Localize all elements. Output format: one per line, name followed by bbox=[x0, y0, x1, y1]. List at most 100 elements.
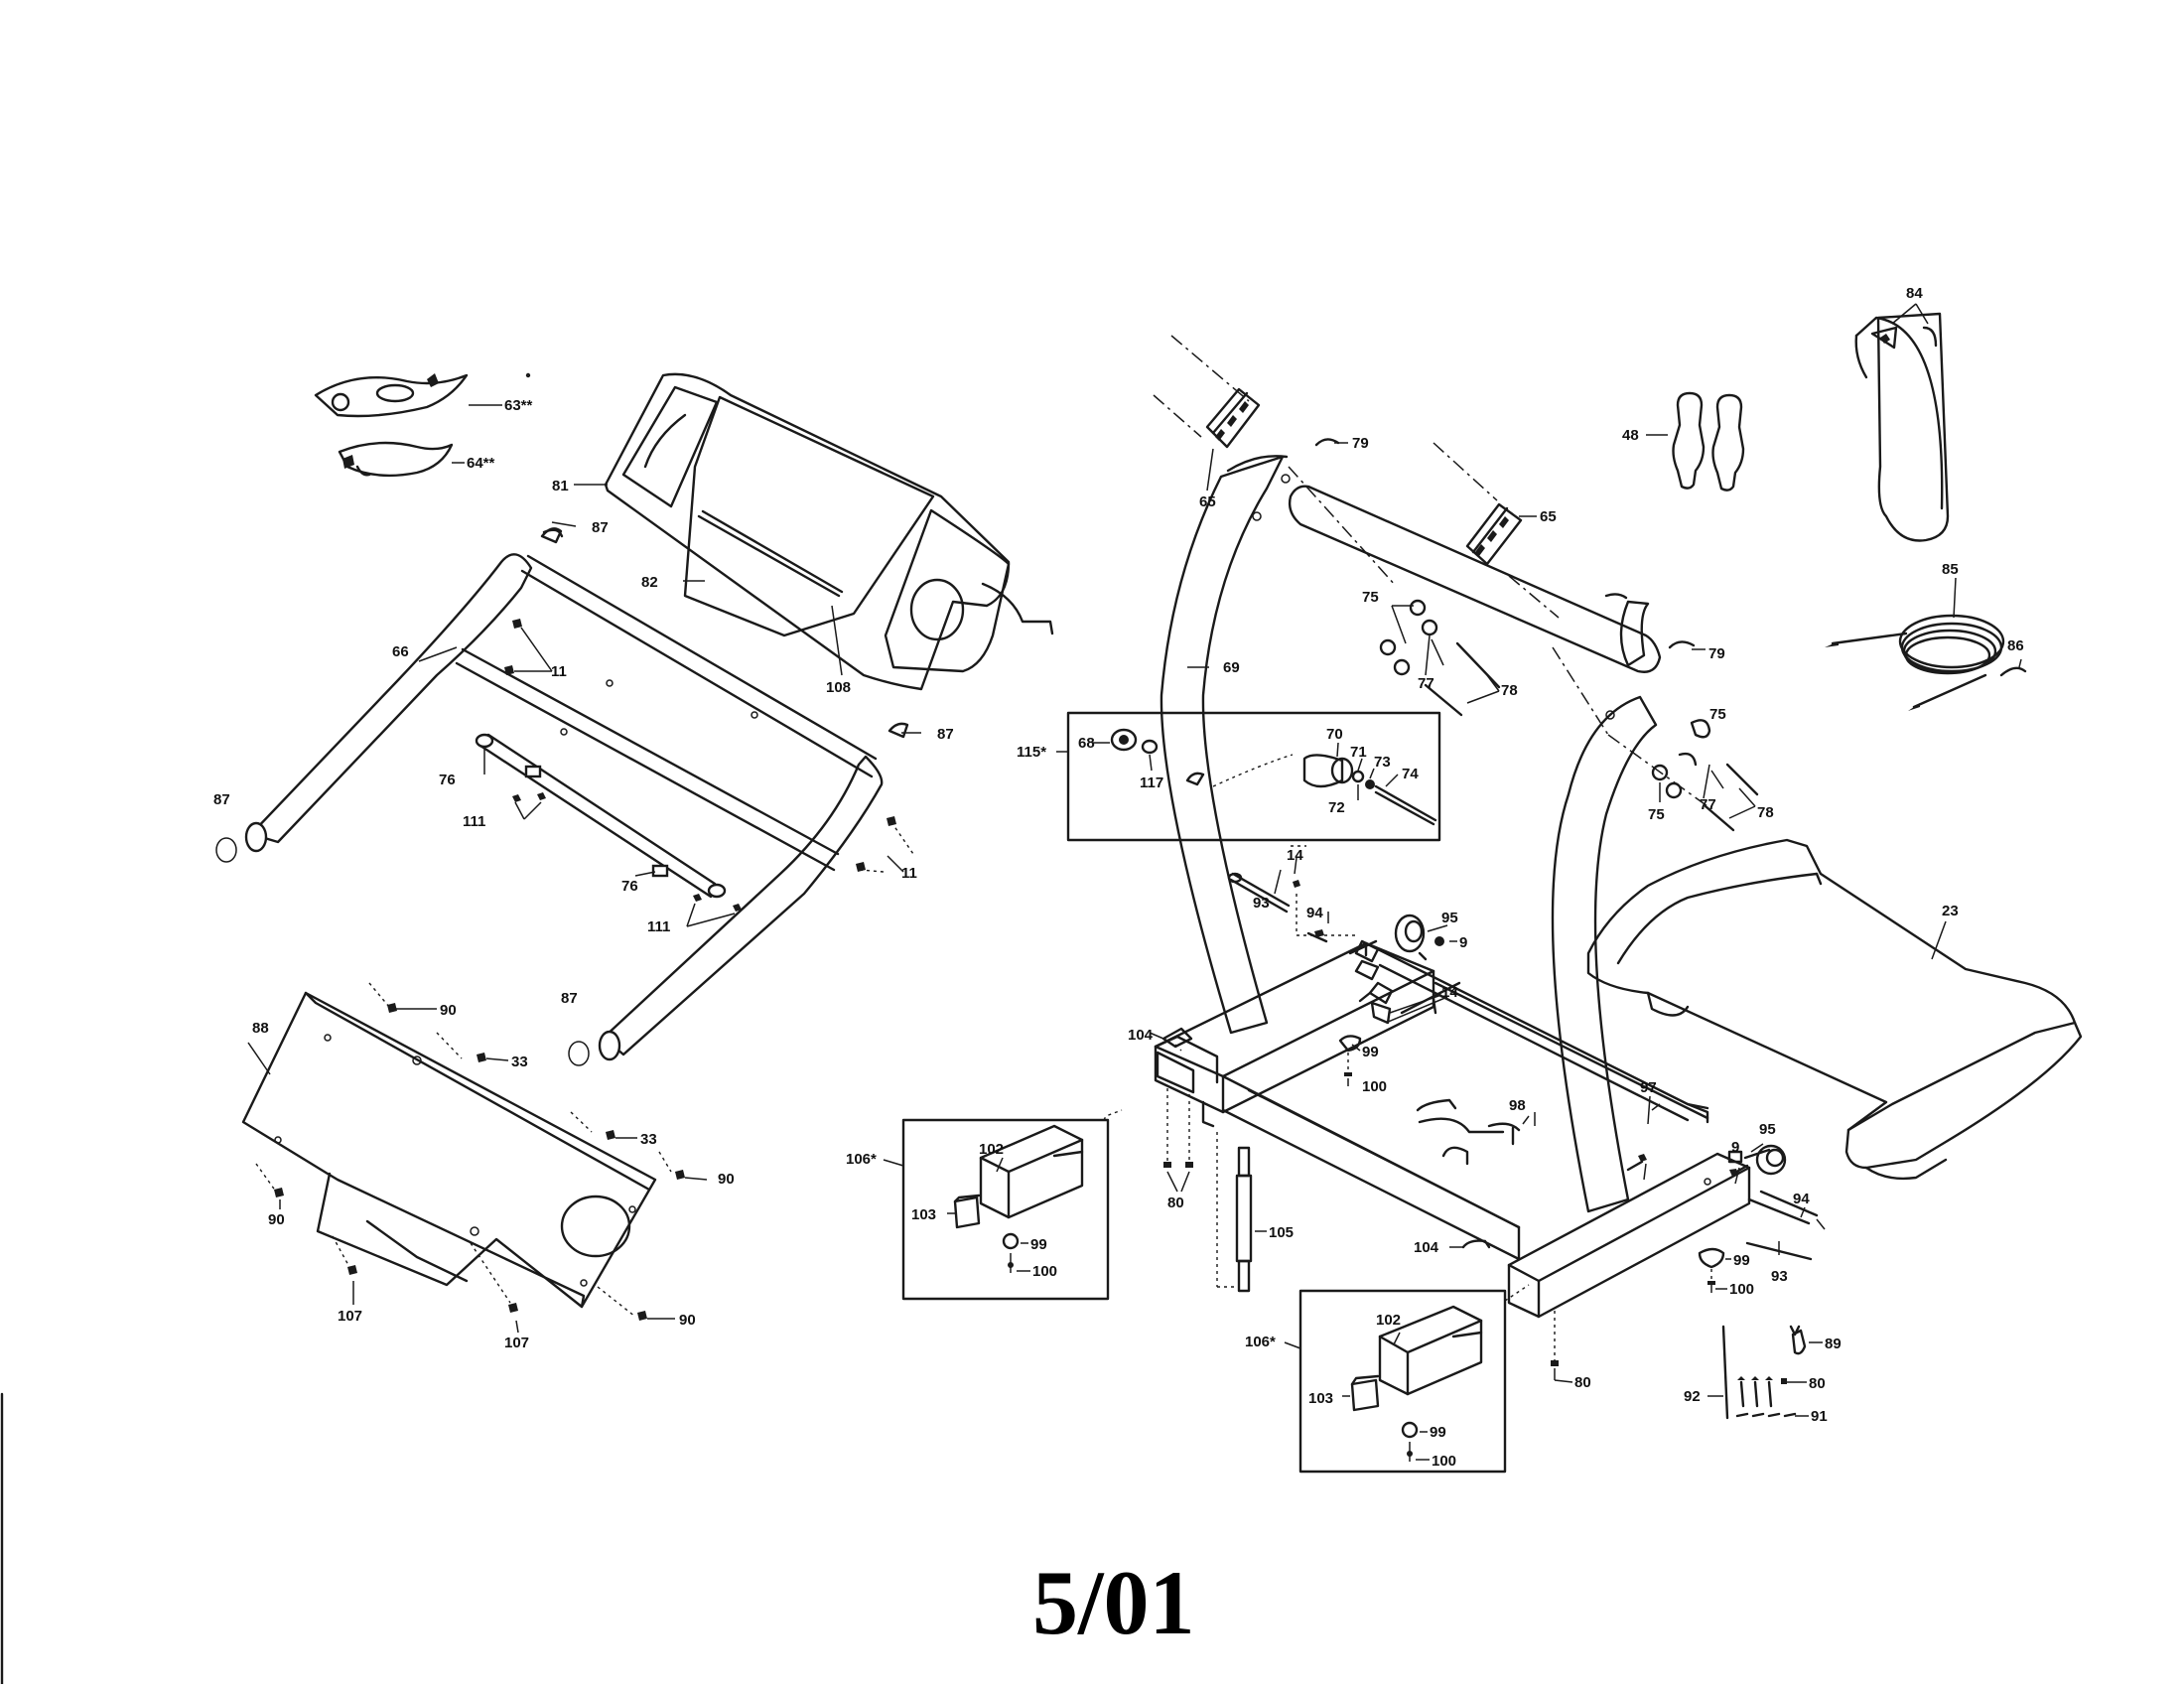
label-100-upper: 100 bbox=[1362, 1078, 1387, 1095]
label-106-left: 106* bbox=[846, 1151, 877, 1168]
label-100-box-left: 100 bbox=[1032, 1263, 1057, 1280]
label-75-lower: 75 bbox=[1648, 806, 1665, 823]
label-65-left: 65 bbox=[1199, 493, 1216, 510]
label-91: 91 bbox=[1811, 1408, 1828, 1425]
label-99-right: 99 bbox=[1733, 1252, 1750, 1269]
label-87-top-right: 87 bbox=[937, 726, 954, 743]
label-115: 115* bbox=[1017, 744, 1046, 761]
label-99-box-left: 99 bbox=[1030, 1236, 1047, 1253]
label-90-left: 90 bbox=[268, 1211, 285, 1228]
label-75-right: 75 bbox=[1709, 706, 1726, 723]
motor-hood bbox=[241, 982, 708, 1334]
label-100-box-right: 100 bbox=[1432, 1453, 1456, 1470]
label-69: 69 bbox=[1223, 659, 1240, 676]
label-94-left: 94 bbox=[1306, 905, 1323, 921]
detail-box-106-right bbox=[1284, 1284, 1530, 1474]
label-111-right: 111 bbox=[647, 918, 670, 935]
label-84: 84 bbox=[1906, 285, 1923, 302]
label-74: 74 bbox=[1402, 766, 1419, 782]
label-102-right: 102 bbox=[1376, 1312, 1401, 1329]
detail-box-115 bbox=[1056, 711, 1441, 842]
label-80-right: 80 bbox=[1574, 1374, 1591, 1391]
walking-deck bbox=[1586, 838, 2083, 1181]
hardware-set bbox=[1707, 1325, 1823, 1420]
label-99-upper: 99 bbox=[1362, 1044, 1379, 1060]
label-103-right: 103 bbox=[1308, 1390, 1333, 1407]
label-77-upper: 77 bbox=[1418, 675, 1434, 692]
base-frame bbox=[1154, 939, 1771, 1319]
label-79-right: 79 bbox=[1708, 645, 1725, 662]
label-14-upper: 14 bbox=[1287, 847, 1303, 864]
lift-strut bbox=[1163, 1088, 1267, 1293]
label-76-left: 76 bbox=[439, 772, 456, 788]
chest-strap-assembly bbox=[314, 373, 502, 478]
label-86: 86 bbox=[2007, 637, 2024, 654]
label-33-lower: 33 bbox=[640, 1131, 657, 1148]
label-75-upper: 75 bbox=[1362, 589, 1379, 606]
label-107-left: 107 bbox=[338, 1308, 362, 1325]
label-82: 82 bbox=[641, 574, 658, 591]
label-105: 105 bbox=[1269, 1224, 1294, 1241]
label-89: 89 bbox=[1825, 1336, 1842, 1352]
label-70: 70 bbox=[1326, 726, 1343, 743]
label-88: 88 bbox=[252, 1020, 269, 1037]
label-107-right: 107 bbox=[504, 1335, 529, 1351]
label-33-upper: 33 bbox=[511, 1054, 528, 1070]
label-95-lower: 95 bbox=[1759, 1121, 1776, 1138]
label-94-right: 94 bbox=[1793, 1191, 1810, 1207]
label-80-hardware: 80 bbox=[1809, 1375, 1826, 1392]
label-85: 85 bbox=[1942, 561, 1959, 578]
fasteners-upper bbox=[1379, 599, 1759, 832]
label-87-bottom-left: 87 bbox=[213, 791, 230, 808]
label-80-left: 80 bbox=[1167, 1195, 1184, 1211]
label-100-right: 100 bbox=[1729, 1281, 1754, 1298]
label-14-lower: 14 bbox=[1441, 984, 1458, 1001]
accessory-pouch bbox=[1854, 303, 1950, 542]
label-104-center: 104 bbox=[1414, 1239, 1439, 1256]
label-87-top-left: 87 bbox=[592, 519, 609, 536]
label-79-left: 79 bbox=[1352, 435, 1369, 452]
label-63: 63** bbox=[504, 397, 533, 414]
label-106-right: 106* bbox=[1245, 1334, 1276, 1350]
label-98: 98 bbox=[1509, 1097, 1526, 1114]
label-78-upper: 78 bbox=[1501, 682, 1518, 699]
base-fasteners bbox=[1149, 845, 1826, 1383]
page-date-label: 5/01 bbox=[1032, 1552, 1195, 1653]
label-71: 71 bbox=[1350, 744, 1367, 761]
label-48: 48 bbox=[1622, 427, 1639, 444]
label-11-left: 11 bbox=[551, 663, 567, 680]
label-72: 72 bbox=[1328, 799, 1345, 816]
handrail-frame bbox=[215, 372, 921, 1066]
power-cord bbox=[1825, 577, 2027, 711]
pulse-grip-upper-left bbox=[1153, 335, 1397, 587]
label-117: 117 bbox=[1140, 774, 1163, 791]
label-9-upper: 9 bbox=[1459, 934, 1467, 951]
label-78-right: 78 bbox=[1757, 804, 1774, 821]
label-73: 73 bbox=[1374, 754, 1391, 771]
label-11-right: 11 bbox=[901, 865, 917, 882]
console-assembly bbox=[574, 372, 1054, 691]
label-92: 92 bbox=[1684, 1388, 1701, 1405]
label-108: 108 bbox=[826, 679, 851, 696]
label-66: 66 bbox=[392, 643, 409, 660]
pulse-grip-upper-right bbox=[1433, 442, 1708, 807]
label-111-left: 111 bbox=[463, 813, 485, 830]
label-90-top: 90 bbox=[440, 1002, 457, 1019]
label-77-right: 77 bbox=[1700, 796, 1716, 813]
label-65-right: 65 bbox=[1540, 508, 1557, 525]
label-87-bottom-right: 87 bbox=[561, 990, 578, 1007]
label-103-left: 103 bbox=[911, 1206, 936, 1223]
label-90-right: 90 bbox=[718, 1171, 735, 1188]
label-104-left: 104 bbox=[1128, 1027, 1154, 1044]
label-23: 23 bbox=[1942, 903, 1959, 919]
label-95-upper: 95 bbox=[1441, 910, 1458, 926]
upright-frame bbox=[1160, 455, 1662, 1213]
label-64: 64** bbox=[467, 455, 495, 472]
label-90-bottom: 90 bbox=[679, 1312, 696, 1329]
label-9-lower: 9 bbox=[1731, 1139, 1739, 1156]
label-102-left: 102 bbox=[979, 1141, 1004, 1158]
detail-box-106-left bbox=[883, 1109, 1123, 1301]
label-93-upper: 93 bbox=[1253, 895, 1270, 912]
label-68: 68 bbox=[1078, 735, 1095, 752]
